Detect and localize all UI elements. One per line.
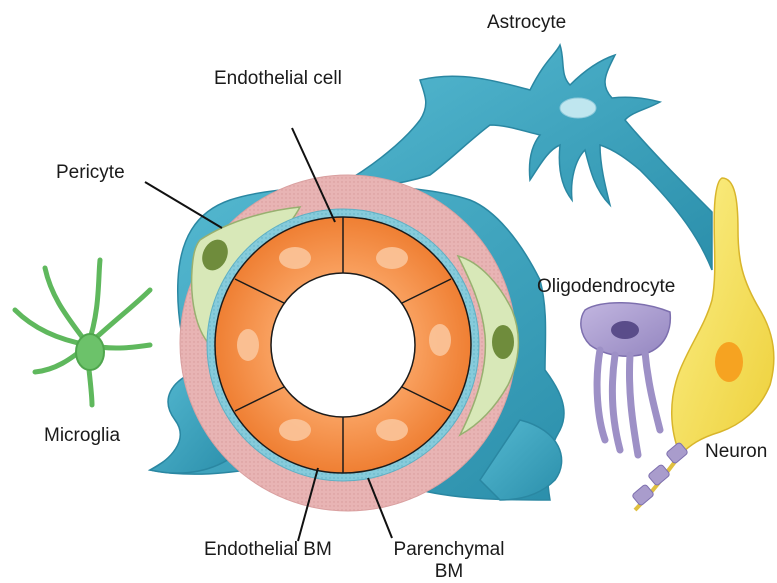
label-parenchymal-bm-line2: BM <box>380 561 518 583</box>
label-microglia: Microglia <box>44 425 120 447</box>
oligodendrocyte <box>581 303 670 455</box>
label-endothelial-cell: Endothelial cell <box>214 68 342 90</box>
label-oligodendrocyte: Oligodendrocyte <box>537 276 675 298</box>
label-neuron: Neuron <box>705 441 767 463</box>
label-pericyte: Pericyte <box>56 162 125 184</box>
label-parenchymal-bm: Parenchymal BM <box>380 539 518 583</box>
label-parenchymal-bm-line1: Parenchymal <box>380 539 518 561</box>
label-endothelial-bm: Endothelial BM <box>204 539 332 561</box>
microglia <box>15 260 150 405</box>
label-astrocyte: Astrocyte <box>487 12 566 34</box>
endothelial-cells <box>215 217 471 473</box>
